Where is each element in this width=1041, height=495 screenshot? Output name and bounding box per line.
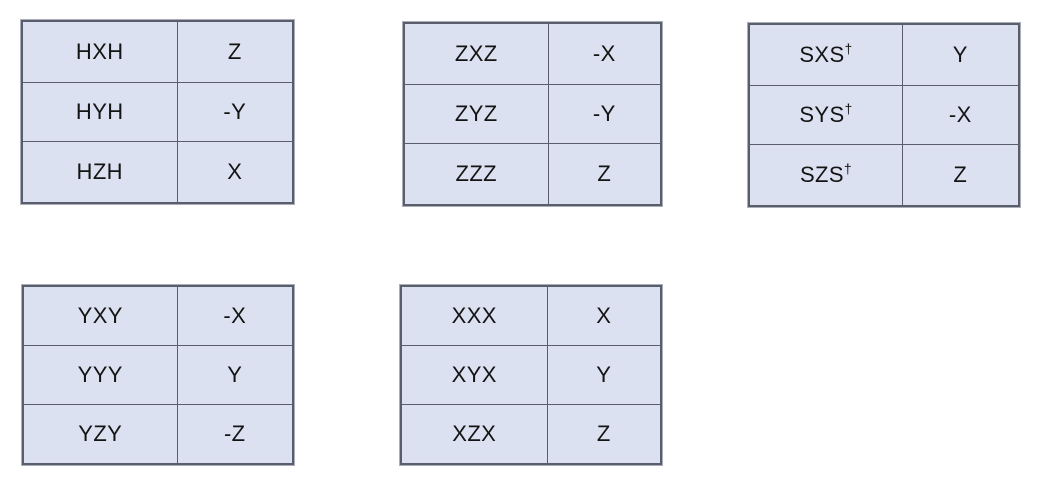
result-cell: X bbox=[176, 141, 294, 204]
table-row: HZH X bbox=[21, 141, 294, 204]
pauli-y-conjugation-table: YXY -X YYY Y YZY -Z bbox=[22, 285, 294, 465]
operation-cell: HZH bbox=[21, 141, 178, 204]
operation-cell: HYH bbox=[21, 81, 178, 143]
table-row: YXY -X bbox=[22, 285, 294, 347]
pauli-x-conjugation-table: XXX X XYX Y XZX Z bbox=[400, 285, 662, 465]
result-cell: -X bbox=[176, 285, 294, 347]
dagger-symbol: † bbox=[844, 101, 853, 117]
result-cell: Y bbox=[901, 23, 1020, 86]
dagger-symbol: † bbox=[844, 41, 853, 57]
hadamard-conjugation-table: HXH Z HYH -Y HZH X bbox=[21, 20, 294, 204]
phase-s-conjugation-table: SXS† Y SYS† -X SZS† Z bbox=[748, 23, 1020, 207]
result-cell: -Y bbox=[176, 81, 294, 143]
table-row: ZYZ -Y bbox=[403, 83, 662, 145]
result-cell: Y bbox=[546, 345, 662, 405]
table-row: YYY Y bbox=[22, 345, 294, 405]
operation-cell: SZS† bbox=[748, 144, 903, 207]
table-row: SYS† -X bbox=[748, 84, 1020, 146]
result-cell: Z bbox=[547, 143, 662, 206]
table-row: HYH -Y bbox=[21, 81, 294, 143]
operation-cell: XYX bbox=[400, 345, 548, 405]
operation-cell: YYY bbox=[22, 345, 178, 405]
operation-cell: YZY bbox=[22, 403, 178, 465]
operation-cell: ZYZ bbox=[403, 83, 549, 145]
result-cell: Z bbox=[546, 403, 662, 465]
result-cell: -Z bbox=[176, 403, 294, 465]
result-cell: -Y bbox=[547, 83, 662, 145]
operation-cell: XXX bbox=[400, 285, 548, 347]
pauli-z-conjugation-table: ZXZ -X ZYZ -Y ZZZ Z bbox=[403, 22, 662, 206]
operation-cell: SYS† bbox=[748, 84, 903, 146]
table-row: XYX Y bbox=[400, 345, 662, 405]
operation-cell: YXY bbox=[22, 285, 178, 347]
result-cell: -X bbox=[547, 22, 662, 85]
operation-text: SYS bbox=[799, 101, 845, 127]
table-row: ZXZ -X bbox=[403, 22, 662, 85]
operation-cell: HXH bbox=[21, 20, 178, 83]
operation-cell: XZX bbox=[400, 403, 548, 465]
table-row: XZX Z bbox=[400, 403, 662, 465]
table-row: XXX X bbox=[400, 285, 662, 347]
table-row: SZS† Z bbox=[748, 144, 1020, 207]
result-cell: Y bbox=[176, 345, 294, 405]
dagger-symbol: † bbox=[843, 161, 852, 177]
operation-cell: SXS† bbox=[748, 23, 903, 86]
operation-cell: ZZZ bbox=[403, 143, 549, 206]
operation-text: SZS bbox=[799, 162, 844, 188]
result-cell: Z bbox=[176, 20, 294, 83]
result-cell: -X bbox=[901, 84, 1020, 146]
operation-text: SXS bbox=[799, 41, 845, 67]
operation-cell: ZXZ bbox=[403, 22, 549, 85]
result-cell: X bbox=[546, 285, 662, 347]
table-row: HXH Z bbox=[21, 20, 294, 83]
result-cell: Z bbox=[901, 144, 1020, 207]
table-row: SXS† Y bbox=[748, 23, 1020, 86]
table-row: YZY -Z bbox=[22, 403, 294, 465]
table-row: ZZZ Z bbox=[403, 143, 662, 206]
